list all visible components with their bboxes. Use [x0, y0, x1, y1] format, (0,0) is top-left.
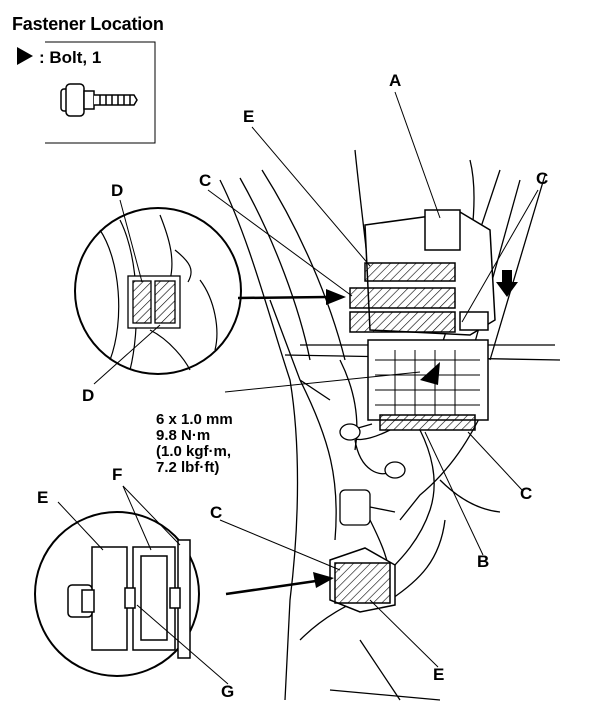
inset-detail-d — [74, 207, 242, 375]
body-panel — [219, 149, 561, 701]
callout-d-top: D — [111, 181, 124, 200]
callout-e-top: E — [243, 107, 255, 126]
callout-c-lower: C — [210, 503, 223, 522]
callout-c-right: C — [536, 169, 549, 188]
connector-b — [379, 414, 476, 431]
torque-spec: 6 x 1.0 mm 9.8 N·m (1.0 kgf·m, 7.2 lbf·f… — [156, 412, 233, 476]
diagram-title: Fastener Location — [12, 14, 164, 34]
torque-spec-size: 6 x 1.0 mm — [156, 411, 233, 428]
bolt-marker-icon — [420, 362, 440, 385]
connector-e — [329, 547, 396, 613]
callout-f: F — [112, 465, 123, 484]
clip — [339, 489, 396, 526]
callout-c-left: C — [199, 171, 212, 190]
flange-bolt-icon — [60, 83, 138, 117]
callout-g: G — [221, 682, 235, 701]
pointer-arrows — [225, 295, 329, 596]
torque-spec-lbfft: 7.2 lbf·ft) — [156, 459, 220, 476]
legend-box — [17, 41, 156, 144]
torque-spec-kgfm: (1.0 kgf·m, — [156, 443, 232, 460]
pointer-arrowhead — [326, 289, 346, 305]
callout-e-bottom: E — [433, 665, 445, 684]
leader-lines — [57, 91, 539, 685]
legend-label: : Bolt, 1 — [39, 48, 102, 67]
wire-harness — [344, 429, 435, 601]
connector-c — [349, 311, 456, 333]
callout-e-inset: E — [37, 488, 49, 507]
connector-c — [349, 287, 456, 309]
down-arrow-icon — [496, 270, 518, 297]
callout-b: B — [477, 552, 490, 571]
callout-d-bottom: D — [82, 386, 95, 405]
inset-detail-f-g — [34, 511, 200, 677]
bolt — [339, 423, 373, 441]
triangle-marker-icon — [17, 47, 33, 65]
callout-a: A — [389, 71, 402, 90]
callout-c-lower-right: C — [520, 484, 533, 503]
pointer-arrowhead — [313, 572, 334, 588]
connector-c — [364, 262, 456, 282]
torque-spec-nm: 9.8 N·m — [156, 427, 211, 444]
fuse-box-a — [349, 209, 496, 431]
